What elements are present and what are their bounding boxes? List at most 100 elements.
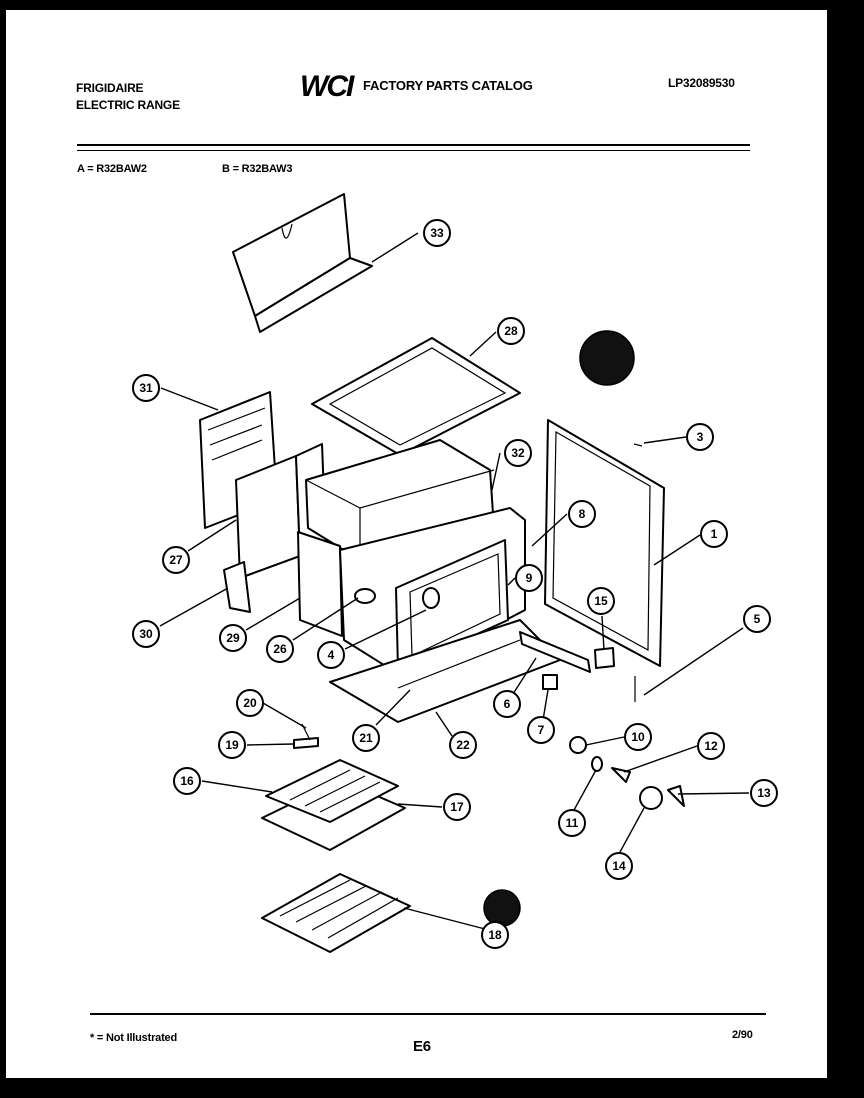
callout-circle	[493, 690, 521, 718]
callout-circle	[605, 852, 633, 880]
model-b-label: B = R32BAW3	[222, 163, 293, 175]
callout-circle	[686, 423, 714, 451]
not-illustrated-note: * = Not Illustrated	[90, 1032, 177, 1044]
callout-number: 18	[488, 928, 502, 942]
callout-circle	[443, 793, 471, 821]
callout-number: 12	[704, 739, 718, 753]
callout-circle	[132, 620, 160, 648]
footer-rule	[90, 1013, 766, 1015]
model-a-label: A = R32BAW2	[77, 163, 147, 175]
callout-number: 5	[754, 612, 761, 626]
callout-circle	[750, 779, 778, 807]
callout-circle	[558, 809, 586, 837]
callout-circle	[449, 731, 477, 759]
header-rule-bottom	[77, 150, 750, 151]
callout-circle	[568, 500, 596, 528]
brand-label: FRIGIDAIRE	[76, 81, 144, 95]
callout-4: 4	[317, 641, 345, 669]
callout-number: 6	[504, 697, 511, 711]
part-6-rail	[519, 631, 591, 673]
callout-19: 19	[218, 731, 246, 759]
callout-14: 14	[605, 852, 633, 880]
callout-20: 20	[236, 689, 264, 717]
catalog-title: FACTORY PARTS CATALOG	[363, 78, 533, 93]
part-30-bracket	[223, 561, 251, 613]
callout-5: 5	[743, 605, 771, 633]
parts-10-14-controls	[569, 736, 685, 810]
callout-17: 17	[443, 793, 471, 821]
callout-circle	[218, 731, 246, 759]
callout-8: 8	[568, 500, 596, 528]
page-number: E6	[413, 1038, 431, 1055]
callout-number: 4	[328, 648, 335, 662]
callout-number: 15	[594, 594, 608, 608]
callout-circle	[219, 624, 247, 652]
part-33-deflector	[232, 193, 373, 333]
callout-7: 7	[527, 716, 555, 744]
callout-29: 29	[219, 624, 247, 652]
callout-31: 31	[132, 374, 160, 402]
part-16-17-broiler-pan	[261, 759, 406, 851]
callout-number: 3	[697, 430, 704, 444]
catalog-number: LP32089530	[668, 76, 735, 90]
callout-circle	[697, 732, 725, 760]
callout-33: 33	[423, 219, 451, 247]
part-7-clip	[542, 674, 558, 690]
part-28-top-frame	[311, 337, 521, 456]
part-29-oven-side	[297, 531, 343, 637]
callout-circle	[173, 767, 201, 795]
callout-number: 19	[225, 738, 239, 752]
callout-11: 11	[558, 809, 586, 837]
callout-circle	[132, 374, 160, 402]
callout-6: 6	[493, 690, 521, 718]
callout-number: 17	[450, 800, 464, 814]
callout-22: 22	[449, 731, 477, 759]
callout-number: 31	[139, 381, 153, 395]
callout-15: 15	[587, 587, 615, 615]
callout-21: 21	[352, 724, 380, 752]
callout-circle	[352, 724, 380, 752]
callout-circle	[423, 219, 451, 247]
callout-number: 29	[226, 631, 240, 645]
callout-circle	[624, 723, 652, 751]
callout-number: 11	[566, 816, 579, 830]
wci-logo: WCI	[300, 70, 354, 103]
product-label: ELECTRIC RANGE	[76, 98, 180, 112]
callout-number: 21	[359, 731, 373, 745]
callout-18: 18	[481, 921, 509, 949]
callout-number: 20	[243, 696, 257, 710]
callout-3: 3	[686, 423, 714, 451]
part-3-screw	[633, 443, 643, 447]
revision-date: 2/90	[732, 1029, 753, 1041]
callout-circle	[481, 921, 509, 949]
callout-30: 30	[132, 620, 160, 648]
leader-lines	[159, 232, 750, 930]
callout-circle	[515, 564, 543, 592]
callout-number: 9	[526, 571, 533, 585]
callout-circle	[587, 587, 615, 615]
callout-32: 32	[504, 439, 532, 467]
callout-number: 32	[511, 446, 525, 460]
callout-number: 10	[631, 730, 645, 744]
callout-number: 33	[430, 226, 444, 240]
callout-13: 13	[750, 779, 778, 807]
part-1-side-panel	[544, 419, 665, 667]
part-18-insulation-pad	[579, 330, 635, 386]
callout-10: 10	[624, 723, 652, 751]
header-rule-top	[77, 144, 750, 146]
callout-number: 27	[169, 553, 183, 567]
callout-9: 9	[515, 564, 543, 592]
callout-circle	[162, 546, 190, 574]
part-15-block	[594, 647, 615, 669]
callout-circle	[236, 689, 264, 717]
callout-number: 13	[757, 786, 771, 800]
callout-16: 16	[173, 767, 201, 795]
callout-26: 26	[266, 635, 294, 663]
callout-number: 22	[456, 738, 470, 752]
callout-circle	[743, 605, 771, 633]
callout-1: 1	[700, 520, 728, 548]
callout-number: 14	[612, 859, 626, 873]
